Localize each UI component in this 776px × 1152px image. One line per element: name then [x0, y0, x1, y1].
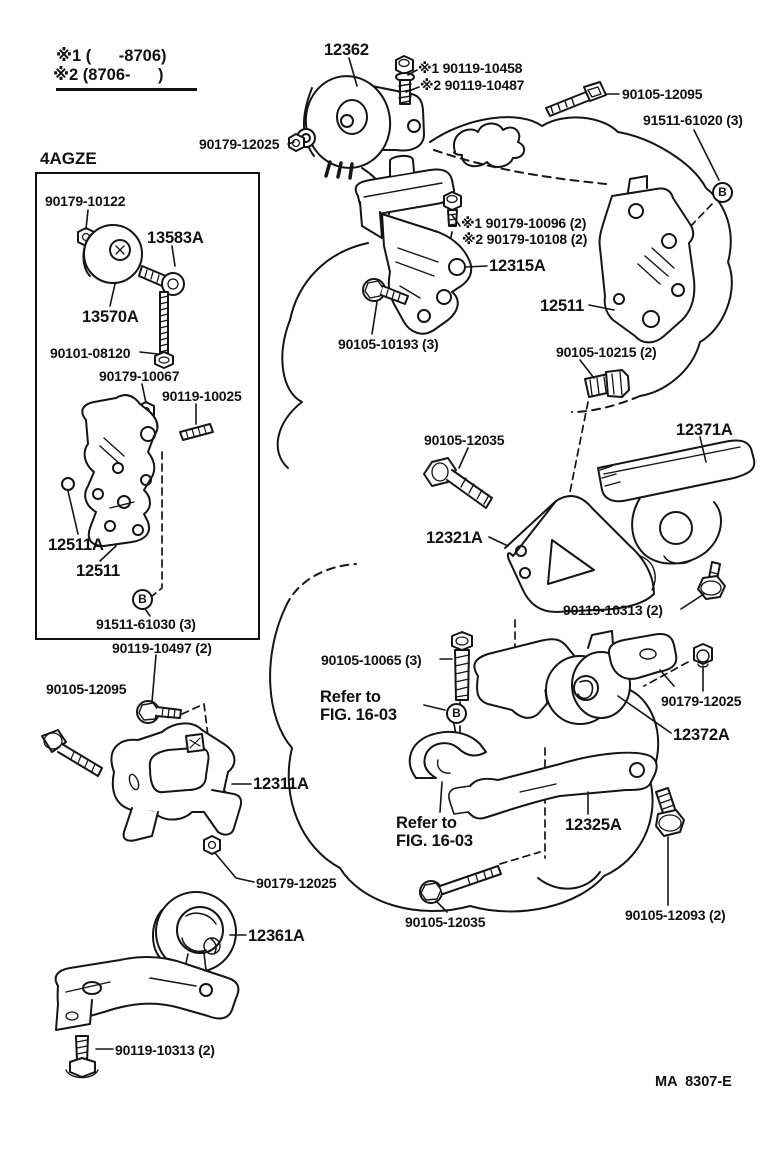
part-label-90105-10065: 90105-10065 (3): [321, 652, 422, 668]
part-label-90105-10193: 90105-10193 (3): [338, 336, 439, 352]
part-label-12311A: 12311A: [253, 775, 309, 793]
part-label-90179-12025-botleft: 90179-12025: [256, 875, 337, 891]
part-bracket-12511-right: [598, 175, 696, 344]
part-bolt-90105-12035-mid: [423, 457, 493, 509]
part-bracket-12321a: [504, 495, 656, 613]
part-label-12321A: 12321A: [426, 529, 483, 547]
part-upper-bracket-plate: [354, 154, 456, 239]
part-damper-13570a: [82, 224, 143, 284]
part-mount-12372a: [473, 630, 678, 725]
part-label-12361A: 12361A: [248, 927, 305, 945]
part-bracket-12361-arm: [54, 956, 240, 1031]
part-bolt-90105-12095-top: [545, 81, 607, 117]
part-label-90119-10025: 90119-10025: [162, 388, 242, 404]
figure-code: MA 8307-E: [655, 1074, 732, 1090]
fastener-marker-b-top: B: [712, 182, 733, 203]
refer-note-upper: Refer to FIG. 16-03: [320, 688, 397, 725]
part-bracket-12511-box: [61, 394, 159, 547]
part-label-13583A: 13583A: [147, 229, 204, 247]
part-label-12325A: 12325A: [565, 816, 622, 834]
part-label-12511-right: 12511: [540, 297, 584, 315]
part-label-90105-12093: 90105-12093 (2): [625, 907, 726, 923]
part-label-90105-12095-top: 90105-12095: [622, 86, 703, 102]
part-bolt-90105-12095-left: [41, 729, 103, 777]
part-bolt-90105-12035-bottom: [419, 865, 502, 904]
applicability-note-2: ※2 (8706- ): [53, 66, 164, 84]
part-bolt-90119-10497: [136, 700, 182, 724]
part-label-12372A: 12372A: [673, 726, 730, 744]
engine-outline-top: [276, 116, 733, 469]
part-bolt-90105-10215: [584, 369, 630, 398]
applicability-note-1: ※1 ( -8706): [56, 47, 167, 65]
part-bolt-90179-10096: [443, 191, 462, 227]
part-stud-90119-10025: [179, 423, 214, 441]
part-bolt-13583a: [138, 265, 185, 296]
part-bracket-12311a: [110, 722, 243, 842]
part-label-90105-12035-bottom: 90105-12035: [405, 914, 486, 930]
part-label-90179-10108: ※2 90179-10108 (2): [462, 231, 588, 247]
part-label-90179-12025-right: 90179-12025: [661, 693, 742, 709]
part-label-90119-10458: ※1 90119-10458: [418, 60, 523, 76]
part-stud-90101-08120: [154, 291, 174, 369]
part-bracket-12315a: [381, 213, 473, 335]
part-nut-90179-12025-right: [693, 643, 713, 668]
part-bolt-90119-10313-right: [697, 561, 726, 600]
leader-lines: [67, 57, 720, 1050]
part-bracket-12371a: [597, 439, 756, 565]
part-label-90119-10497: 90119-10497 (2): [112, 640, 212, 656]
part-label-12371A: 12371A: [676, 421, 733, 439]
refer-note-lower: Refer to FIG. 16-03: [396, 814, 473, 851]
part-bolt-90119-10313-bottom: [65, 1035, 99, 1079]
part-exhaust-clamp: [408, 730, 487, 779]
variant-parts-box: [35, 172, 260, 640]
part-label-12315A: 12315A: [489, 257, 546, 275]
part-nut-90179-12025-botleft: [203, 835, 221, 855]
part-mount-12361a: [152, 891, 237, 973]
part-bolt-90105-10193: [362, 278, 409, 305]
part-label-90179-10096: ※1 90179-10096 (2): [461, 215, 587, 231]
part-label-13570A: 13570A: [82, 308, 139, 326]
part-label-90179-10067: 90179-10067: [99, 368, 180, 384]
part-label-90105-12095-left: 90105-12095: [46, 681, 127, 697]
part-label-91511-61020: 91511-61020 (3): [643, 112, 743, 128]
part-label-90101-08120: 90101-08120: [50, 345, 131, 361]
engine-variant-label: 4AGZE: [40, 149, 97, 168]
part-label-90179-12025-top: 90179-12025: [199, 136, 280, 152]
part-label-90119-10313-right: 90119-10313 (2): [563, 602, 663, 618]
fastener-marker-b-center: B: [446, 703, 467, 724]
note-underline: [56, 88, 197, 91]
part-label-12511-box: 12511: [76, 562, 120, 580]
part-label-90119-10313-bottom: 90119-10313 (2): [115, 1042, 215, 1058]
part-12362-mount: [296, 75, 425, 180]
part-bracket-12325a: [448, 751, 658, 820]
part-label-91511-61030: 91511-61030 (3): [96, 616, 196, 632]
fastener-marker-b-box: B: [132, 589, 153, 610]
part-label-90105-12035-mid: 90105-12035: [424, 432, 505, 448]
part-label-90179-10122: 90179-10122: [45, 193, 126, 209]
part-bolt-90105-10065: [451, 631, 473, 701]
part-bolt-90105-12093: [655, 787, 685, 837]
part-label-12362: 12362: [324, 41, 369, 59]
part-label-90105-10215: 90105-10215 (2): [556, 344, 657, 360]
part-label-12511A: 12511A: [48, 536, 104, 554]
part-label-90119-10487: ※2 90119-10487: [420, 77, 525, 93]
